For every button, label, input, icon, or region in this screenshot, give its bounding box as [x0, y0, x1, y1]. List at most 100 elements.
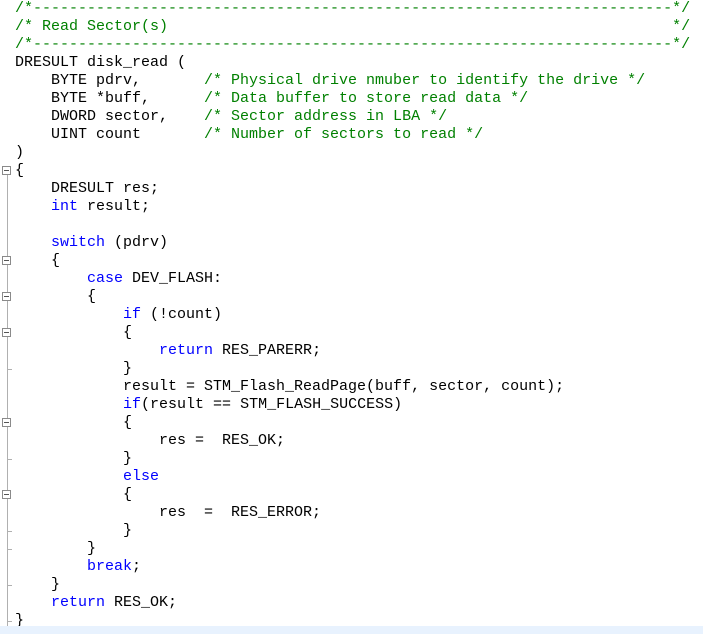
current-line-highlight [0, 626, 703, 634]
code-token: } [15, 522, 133, 539]
fold-end-marker [7, 459, 12, 460]
code-token [15, 342, 159, 359]
code-token: { [15, 414, 133, 431]
code-line[interactable]: } [15, 450, 132, 468]
keyword-token: int [51, 198, 79, 215]
code-token: DRESULT disk_read ( [15, 54, 187, 71]
code-line[interactable]: return RES_OK; [15, 594, 177, 612]
keyword-token: break [87, 558, 133, 575]
code-line[interactable]: } [15, 576, 60, 594]
code-line[interactable]: /* Read Sector(s) */ [15, 18, 690, 36]
code-token: (result == STM_FLASH_SUCCESS) [141, 396, 403, 413]
code-line[interactable]: DRESULT disk_read ( [15, 54, 186, 72]
fold-toggle-icon[interactable] [2, 418, 11, 427]
code-token: BYTE pdrv, [15, 72, 205, 89]
keyword-token: if [123, 306, 142, 323]
code-line[interactable]: else [15, 468, 159, 486]
comment-token: /* Sector address in LBA */ [204, 108, 448, 125]
code-line[interactable]: { [15, 288, 96, 306]
code-line[interactable]: DRESULT res; [15, 180, 159, 198]
code-token [15, 306, 123, 323]
keyword-token: switch [51, 234, 106, 251]
code-token [15, 270, 87, 287]
code-token: DWORD sector, [15, 108, 205, 125]
code-token: } [15, 576, 61, 593]
fold-toggle-icon[interactable] [2, 328, 11, 337]
code-token: (pdrv) [105, 234, 169, 251]
code-token: res = RES_ERROR; [15, 504, 322, 521]
comment-token: /* Physical drive nmuber to identify the… [204, 72, 646, 89]
code-line[interactable]: switch (pdrv) [15, 234, 168, 252]
code-line[interactable]: UINT count /* Number of sectors to read … [15, 126, 483, 144]
code-line[interactable]: /*--------------------------------------… [15, 0, 690, 18]
code-line[interactable]: { [15, 162, 24, 180]
code-line[interactable]: } [15, 612, 24, 630]
code-line[interactable]: if (!count) [15, 306, 222, 324]
keyword-token: case [87, 270, 124, 287]
code-token: { [15, 324, 133, 341]
fold-end-marker [7, 621, 12, 622]
code-line[interactable]: if(result == STM_FLASH_SUCCESS) [15, 396, 402, 414]
keyword-token: return [159, 342, 214, 359]
comment-token: /* Number of sectors to read */ [204, 126, 484, 143]
code-token [15, 234, 51, 251]
fold-end-marker [7, 369, 12, 370]
code-token: ; [132, 558, 142, 575]
fold-gutter-guide [7, 171, 8, 626]
fold-end-marker [7, 549, 12, 550]
code-line[interactable]: res = RES_ERROR; [15, 504, 321, 522]
code-line[interactable]: { [15, 486, 132, 504]
code-line[interactable]: } [15, 540, 96, 558]
fold-toggle-icon[interactable] [2, 166, 11, 175]
code-line[interactable]: { [15, 252, 60, 270]
code-token: } [15, 360, 133, 377]
code-token: DRESULT res; [15, 180, 160, 197]
code-token [15, 396, 123, 413]
code-line[interactable]: case DEV_FLASH: [15, 270, 222, 288]
code-line[interactable]: BYTE pdrv, /* Physical drive nmuber to i… [15, 72, 645, 90]
code-token: } [15, 450, 133, 467]
code-line[interactable]: int result; [15, 198, 150, 216]
code-line[interactable]: DWORD sector, /* Sector address in LBA *… [15, 108, 447, 126]
keyword-token: else [123, 468, 160, 485]
code-line[interactable]: res = RES_OK; [15, 432, 285, 450]
code-line[interactable]: } [15, 522, 132, 540]
code-token: { [15, 288, 97, 305]
code-token: DEV_FLASH: [123, 270, 223, 287]
code-line[interactable]: /*--------------------------------------… [15, 36, 690, 54]
comment-token: /*--------------------------------------… [15, 36, 691, 53]
comment-token: /* Data buffer to store read data */ [204, 90, 529, 107]
code-line[interactable]: result = STM_Flash_ReadPage(buff, sector… [15, 378, 564, 396]
code-line[interactable]: { [15, 324, 132, 342]
code-line[interactable]: ) [15, 144, 24, 162]
keyword-token: if [123, 396, 142, 413]
code-token [15, 558, 87, 575]
code-token: result; [78, 198, 151, 215]
code-line[interactable]: return RES_PARERR; [15, 342, 321, 360]
fold-toggle-icon[interactable] [2, 490, 11, 499]
code-token [15, 198, 51, 215]
code-line[interactable]: { [15, 414, 132, 432]
fold-toggle-icon[interactable] [2, 292, 11, 301]
code-token [15, 468, 123, 485]
fold-end-marker [7, 531, 12, 532]
code-token: result = STM_Flash_ReadPage(buff, sector… [15, 378, 565, 395]
code-line[interactable]: BYTE *buff, /* Data buffer to store read… [15, 90, 528, 108]
fold-end-marker [7, 585, 12, 586]
code-line[interactable]: } [15, 360, 132, 378]
comment-token: /* Read Sector(s) */ [15, 18, 691, 35]
code-line[interactable]: break; [15, 558, 141, 576]
keyword-token: return [51, 594, 106, 611]
code-token: (!count) [141, 306, 223, 323]
code-token: { [15, 252, 61, 269]
code-token: { [15, 162, 25, 179]
code-token: RES_PARERR; [213, 342, 322, 359]
fold-toggle-icon[interactable] [2, 256, 11, 265]
code-token: { [15, 486, 133, 503]
code-token: BYTE *buff, [15, 90, 205, 107]
code-token: res = RES_OK; [15, 432, 286, 449]
code-token [15, 594, 51, 611]
code-token: ) [15, 144, 25, 161]
code-token: } [15, 612, 25, 629]
